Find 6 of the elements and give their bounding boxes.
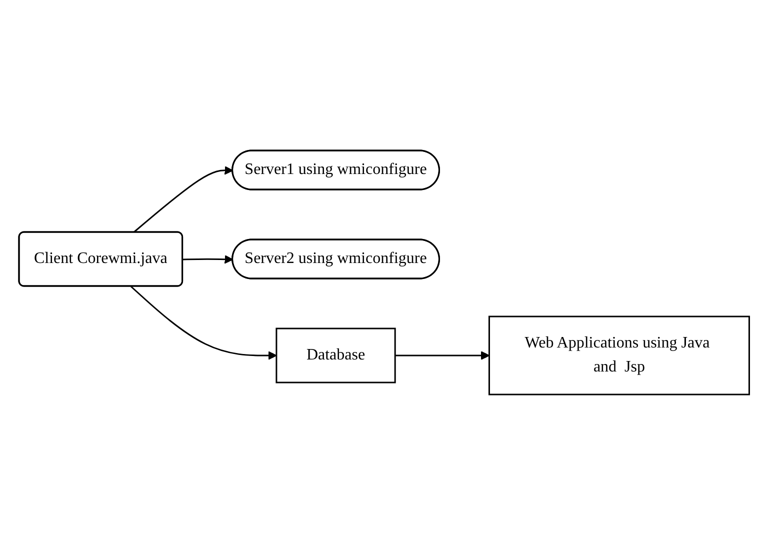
arrow [394, 351, 490, 360]
arrow [182, 254, 234, 264]
node-box: Web Applications using Java and Jsp [488, 316, 750, 396]
node-box: Database [276, 328, 396, 384]
arrow [130, 286, 277, 360]
arrow [132, 166, 234, 234]
